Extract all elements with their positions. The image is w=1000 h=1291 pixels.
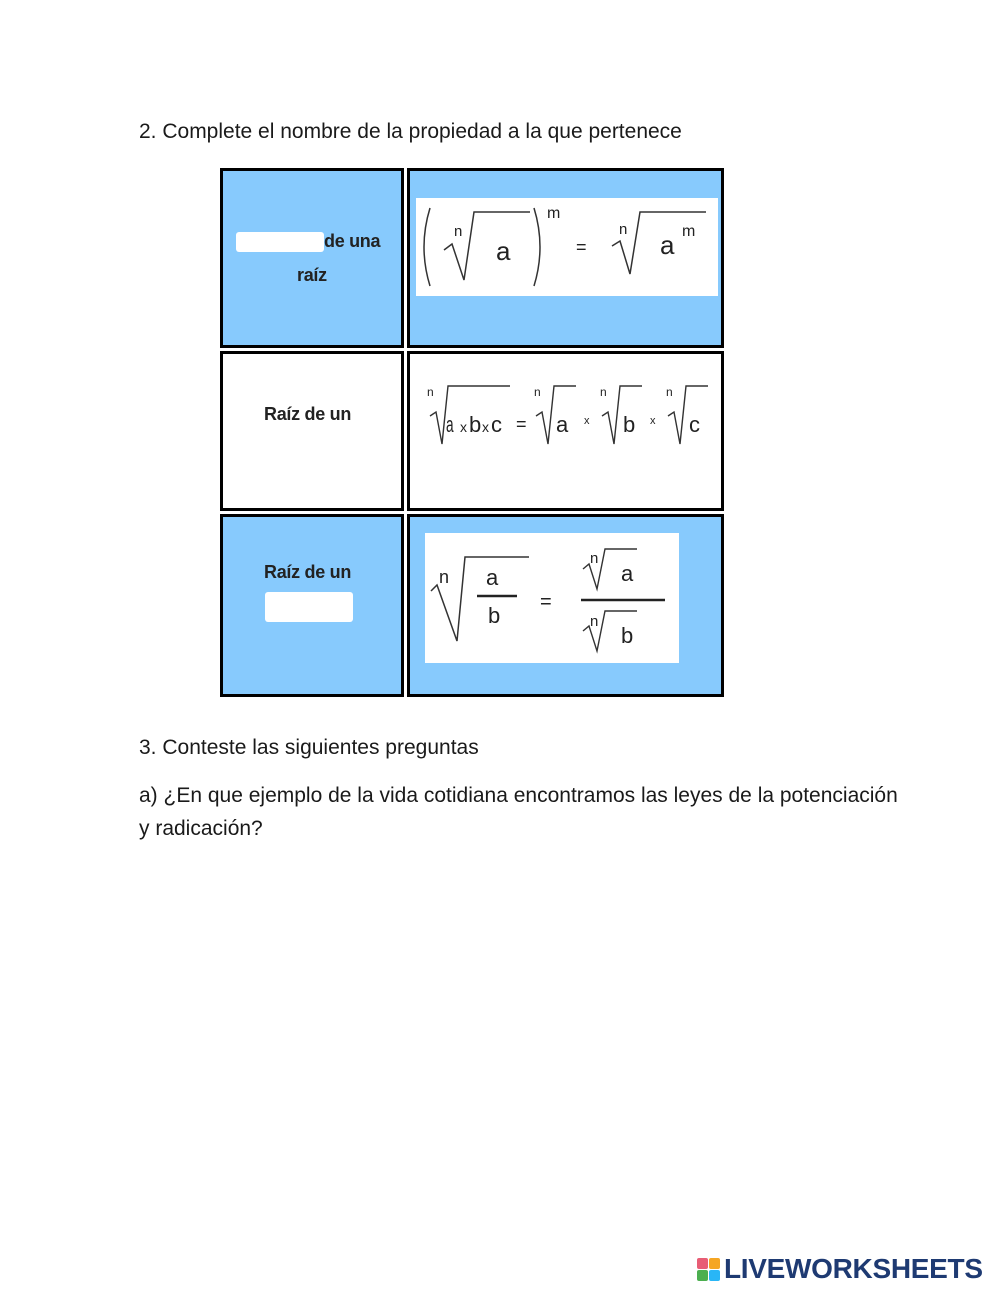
index-n-right: n (619, 221, 627, 238)
row1-label-line2: raíz (297, 265, 327, 285)
svg-text:x: x (584, 415, 590, 427)
row1-answer-blank[interactable] (236, 232, 324, 252)
product-abc: a (446, 412, 454, 437)
question-2-heading: 2. Complete el nombre de la propiedad a … (139, 120, 682, 143)
question-3-heading: 3. Conteste las siguientes preguntas (139, 736, 479, 759)
equals-sign: = (576, 237, 587, 257)
svg-text:a: a (621, 561, 634, 586)
svg-text:b: b (469, 412, 481, 437)
svg-text:x: x (460, 419, 467, 435)
root-of-quotient-formula: n a b = n a n b (425, 533, 679, 663)
radicand-a-right: a (660, 230, 675, 260)
liveworksheets-logo: LIVEWORKSHEETS (697, 1253, 983, 1284)
svg-text:n: n (427, 385, 434, 399)
row2-label: Raíz de un (264, 404, 352, 424)
svg-text:b: b (623, 412, 635, 437)
row2-label-cell (220, 351, 404, 511)
exponent-m: m (547, 205, 560, 222)
svg-text:x: x (482, 419, 489, 435)
svg-text:a: a (556, 412, 569, 437)
row3-answer-blank[interactable] (265, 592, 353, 622)
svg-text:c: c (491, 412, 502, 437)
svg-text:n: n (590, 613, 598, 630)
row3-label: Raíz de un (264, 562, 352, 582)
svg-text:c: c (689, 412, 700, 437)
svg-text:x: x (650, 415, 656, 427)
power-of-root-formula: n a m = n a m (416, 198, 718, 296)
root-of-product-formula: n a x b x c = n a x n b x n c (424, 380, 710, 454)
svg-text:n: n (590, 550, 598, 567)
svg-text:=: = (516, 414, 527, 434)
svg-text:b: b (488, 603, 500, 628)
svg-text:b: b (621, 623, 633, 648)
svg-text:=: = (540, 591, 552, 613)
svg-text:a: a (486, 565, 499, 590)
svg-text:n: n (600, 385, 607, 399)
logo-text: LIVEWORKSHEETS (724, 1253, 983, 1284)
logo-squares-icon (697, 1257, 720, 1281)
row1-label-line1: de una (324, 231, 381, 251)
exponent-m-right: m (682, 223, 695, 240)
svg-text:n: n (439, 567, 449, 587)
index-n: n (454, 223, 462, 240)
svg-text:n: n (666, 385, 673, 399)
svg-text:n: n (534, 385, 541, 399)
radicand-a: a (496, 236, 511, 266)
row1-label-cell (220, 168, 404, 348)
question-3a-text: a) ¿En que ejemplo de la vida cotidiana … (139, 784, 898, 840)
